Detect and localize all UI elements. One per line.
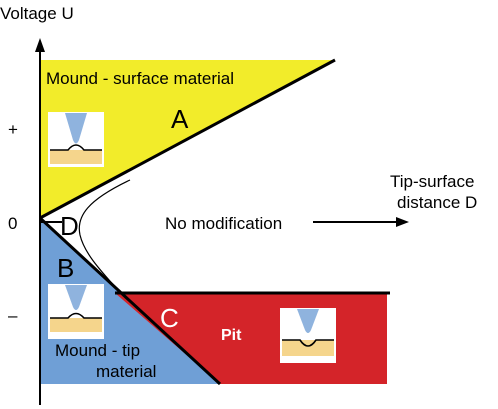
y-axis-arrowhead bbox=[35, 38, 45, 52]
boundary-curve-d bbox=[78, 179, 131, 291]
tick-zero: 0 bbox=[8, 214, 17, 233]
region-b-caption-line1: Mound - tip bbox=[55, 341, 140, 360]
y-axis-label: Voltage U bbox=[0, 4, 74, 23]
region-a-caption: Mound - surface material bbox=[46, 69, 234, 88]
tick-minus: – bbox=[8, 306, 18, 325]
region-a-letter: A bbox=[171, 104, 189, 134]
tick-plus: + bbox=[8, 120, 18, 139]
region-c-caption: Pit bbox=[221, 327, 242, 344]
x-axis-arrowhead bbox=[396, 217, 409, 227]
boundary-line-a bbox=[39, 58, 336, 220]
inset-pit bbox=[280, 308, 336, 363]
region-c-letter: C bbox=[160, 303, 179, 333]
region-b-caption-line2: material bbox=[96, 362, 156, 381]
region-d-caption: No modification bbox=[165, 214, 282, 233]
x-axis-label-line1: Tip-surface bbox=[390, 172, 474, 191]
region-b-letter: B bbox=[57, 253, 74, 283]
boundary-line-b bbox=[38, 216, 222, 386]
inset-mound-tip bbox=[48, 284, 104, 339]
region-d-letter: D bbox=[60, 211, 79, 241]
x-axis-label-line2: distance D bbox=[397, 193, 477, 212]
inset-mound-surface bbox=[48, 112, 104, 167]
